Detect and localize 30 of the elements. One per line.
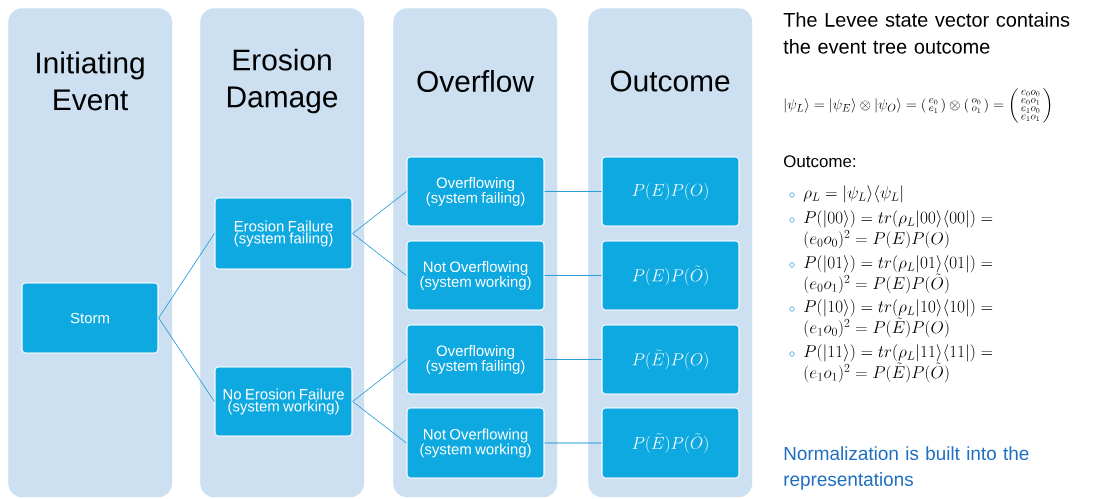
event-box: Not Overflowing (system working) — [406, 407, 545, 479]
event-box: $P(E)P(O)$ — [601, 156, 740, 227]
heading: The Levee state vector contains the event tree outcome — [783, 12, 1070, 54]
connector-line — [352, 233, 407, 276]
equation: $|\psi_L\rangle = |\psi_E\rangle \otimes |\psi_O\rangle = \left(\begin{smallmatrix}e_0\\ e_1\end{smallmatrix}\right) \otimes \left(\begin{smallmatrix}o_0\\ o_1\end{smallmatrix}\right) = \left(\begin{smallmatrix}e_0o_0\\ e_0o_1\\ e_1o_0\\ e_1o_1\end{smallmatrix}\right)$ — [784, 88, 1051, 123]
formula-item: $P(|10\rangle) = tr(\rho_L|10\rangle\langle 10|) = (e_1o_0)^2 = P(\tilde{E})P(O)$ — [804, 299, 993, 338]
formula-item: $P(|11\rangle) = tr(\rho_L|11\rangle\langle 11|) = (e_1o_1)^2 = P(\tilde{E})P(\tilde{O})$ — [804, 344, 993, 383]
formula-item: $\rho_L = |\psi_L\rangle\langle\psi_L|$ — [803, 185, 903, 203]
event-box: $P(E)P(\tilde{O})$ — [601, 240, 740, 311]
connector-line — [544, 275, 602, 276]
event-box: Not Overflowing (system working) — [406, 240, 545, 311]
event-box: $P(\tilde{E})P(\tilde{O})$ — [601, 407, 740, 479]
connector-line — [158, 233, 215, 319]
event-box: Overflowing (system failing) — [406, 324, 545, 395]
connector-line — [352, 191, 407, 234]
event-box: $P(\tilde{E})P(O)$ — [601, 324, 740, 395]
formula-item: $P(|01\rangle) = tr(\rho_L|01\rangle\langle 01|) = (e_0o_1)^2 = P(E)P(\tilde{O})$ — [804, 255, 993, 294]
section-heading: Outcome: — [784, 155, 856, 168]
connector-line — [158, 317, 215, 402]
connector-line — [544, 191, 602, 192]
event-box: No Erosion Failure (system working) — [214, 366, 353, 437]
event-box: Storm — [21, 282, 159, 354]
connector-line — [544, 359, 602, 360]
connector-line — [352, 401, 407, 444]
connector-line — [544, 442, 602, 444]
note-text: Normalization is built into the representations — [784, 446, 1029, 490]
event-box: Overflowing (system failing) — [406, 156, 545, 227]
event-box: Erosion Failure (system failing) — [214, 197, 353, 270]
formula-item: $P(|00\rangle) = tr(\rho_L|00\rangle\langle 00|) = (e_0o_0)^2 = P(E)P(O)$ — [804, 210, 993, 249]
connector-line — [352, 359, 407, 402]
